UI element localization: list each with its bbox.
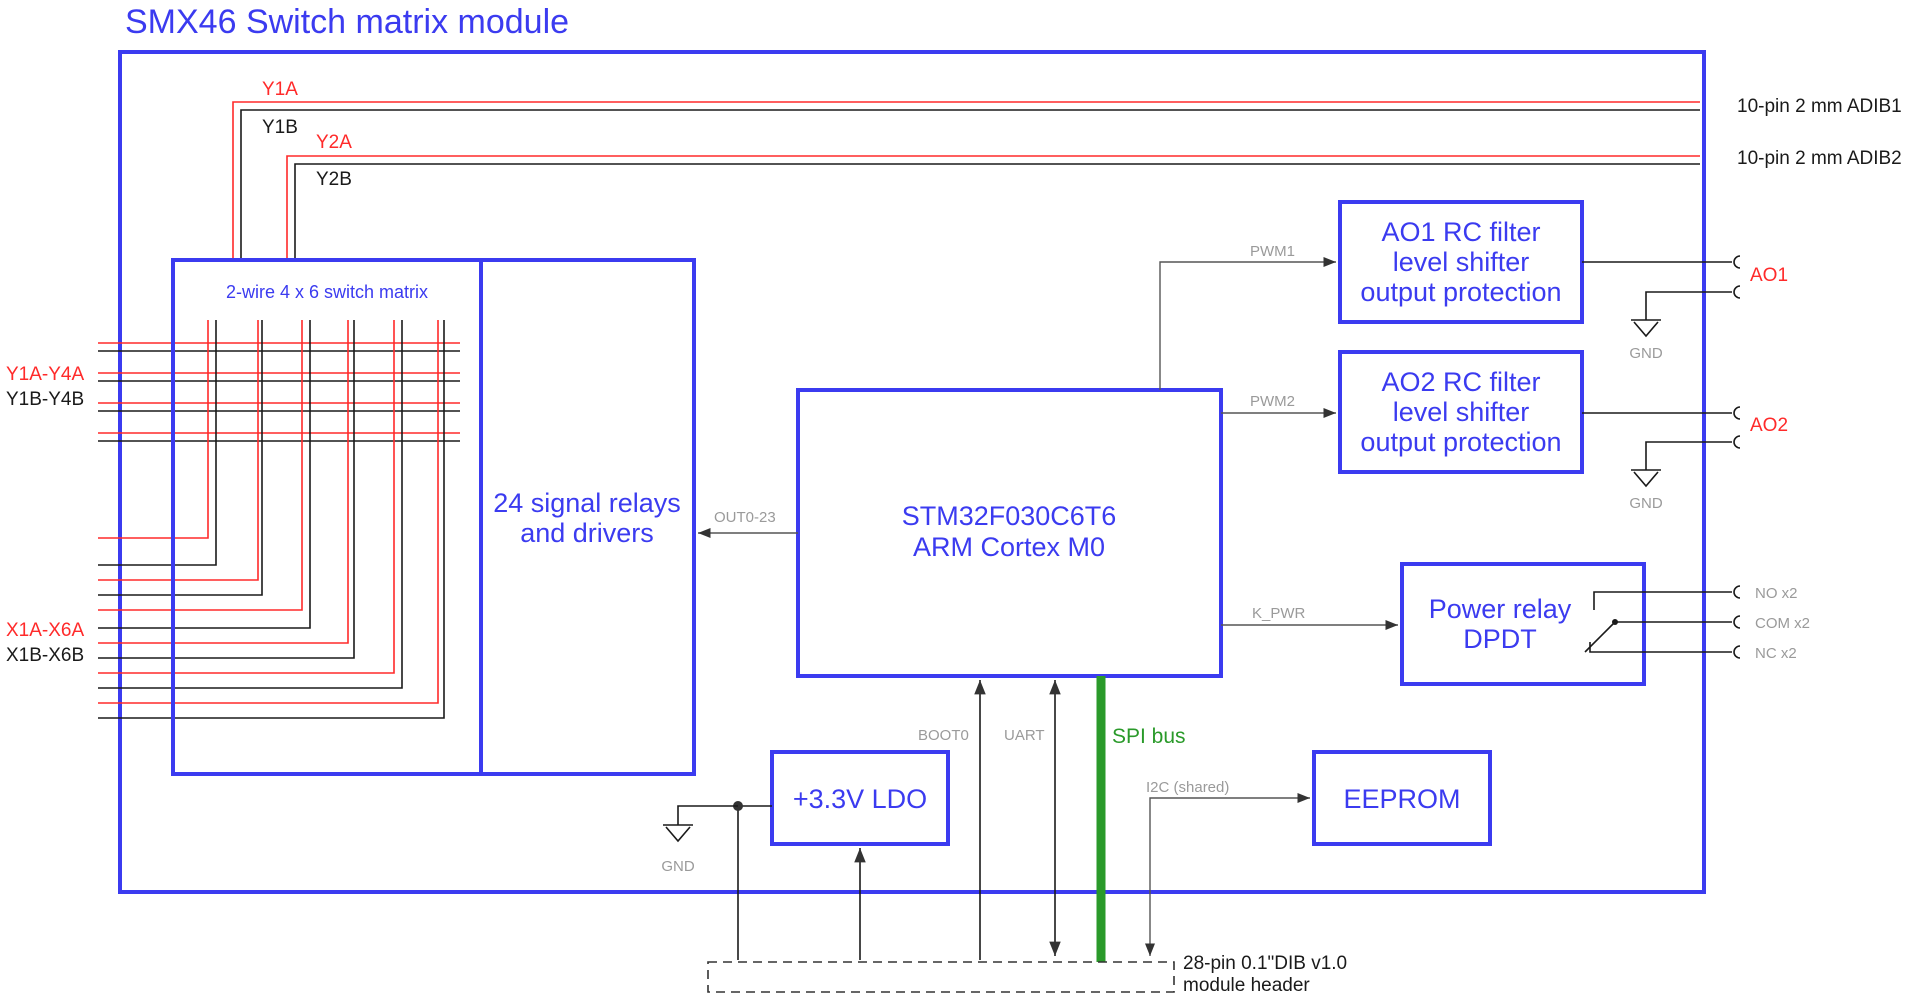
ao1-label-line3: output protection <box>1360 277 1561 307</box>
relays-label-line1: 24 signal relays <box>493 488 681 518</box>
input-label-y-a: Y1A-Y4A <box>6 364 84 385</box>
signal-out: OUT0-23 <box>714 509 776 526</box>
wire-label-y2a: Y2A <box>316 132 352 153</box>
gnd-label-ao2: GND <box>1629 495 1663 512</box>
gnd-label-ao1: GND <box>1629 345 1663 362</box>
ground-symbol-ao2 <box>1631 469 1661 488</box>
switch-matrix-label: 2-wire 4 x 6 switch matrix <box>226 282 428 302</box>
input-label-x-a: X1A-X6A <box>6 620 84 641</box>
power-relay-label-line2: DPDT <box>1463 624 1537 654</box>
wire-label-y1a: Y1A <box>262 79 298 100</box>
signal-pwm2: PWM2 <box>1250 393 1295 410</box>
power-relay-block <box>1400 562 1646 686</box>
switch-matrix-block <box>171 258 483 776</box>
gnd-label-ldo: GND <box>661 858 695 875</box>
ao2-block <box>1338 350 1584 474</box>
signal-pwm1: PWM1 <box>1250 243 1295 260</box>
input-label-y-b: Y1B-Y4B <box>6 389 84 410</box>
port-com: COM x2 <box>1755 615 1810 632</box>
matrix-grid <box>98 320 460 719</box>
signal-spi: SPI bus <box>1112 725 1186 748</box>
ldo-ground <box>663 801 772 960</box>
ldo-block <box>770 750 950 846</box>
ldo-label: +3.3V LDO <box>793 784 927 814</box>
power-relay-label-line1: Power relay <box>1429 594 1572 624</box>
wire-label-y1b: Y1B <box>262 117 298 138</box>
ao2-label-line1: AO2 RC filter <box>1381 367 1540 397</box>
signal-i2c: I2C (shared) <box>1146 779 1229 796</box>
wire-label-y2b: Y2B <box>316 169 352 190</box>
mcu-label-line1: STM32F030C6T6 <box>902 501 1117 531</box>
port-ao1: AO1 <box>1750 265 1788 286</box>
port-adib1: 10-pin 2 mm ADIB1 <box>1737 96 1902 117</box>
port-adib2: 10-pin 2 mm ADIB2 <box>1737 148 1902 169</box>
input-label-x-b: X1B-X6B <box>6 645 84 666</box>
port-no: NO x2 <box>1755 585 1798 602</box>
eeprom-block <box>1312 750 1492 846</box>
eeprom-label: EEPROM <box>1343 784 1460 814</box>
mcu-label-line2: ARM Cortex M0 <box>913 532 1105 562</box>
relay-contacts <box>1584 585 1741 659</box>
adib-wires <box>232 101 1700 260</box>
ao1-label-line2: level shifter <box>1393 247 1530 277</box>
ground-symbol-ao1 <box>1631 319 1661 338</box>
ao1-label-line1: AO1 RC filter <box>1381 217 1540 247</box>
dib-label-line1: 28-pin 0.1"DIB v1.0 <box>1183 953 1347 974</box>
module-boundary <box>118 50 1706 894</box>
ao2-label-line3: output protection <box>1360 427 1561 457</box>
signal-uart: UART <box>1004 727 1045 744</box>
relays-block <box>479 258 696 776</box>
diagram-title: SMX46 Switch matrix module <box>125 3 569 41</box>
dib-label-line2: module header <box>1183 975 1310 995</box>
port-ao2: AO2 <box>1750 415 1788 436</box>
dib-header <box>707 961 1175 993</box>
ao2-label-line2: level shifter <box>1393 397 1530 427</box>
relays-label-line2: and drivers <box>520 518 654 548</box>
port-nc: NC x2 <box>1755 645 1797 662</box>
signal-boot0: BOOT0 <box>918 727 969 744</box>
signal-k-pwr: K_PWR <box>1252 605 1306 622</box>
